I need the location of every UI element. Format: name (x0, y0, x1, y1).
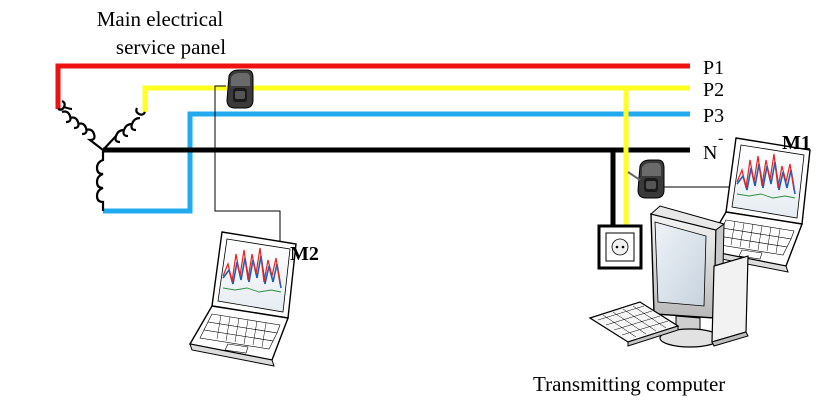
label-n: N (703, 142, 717, 164)
meter-m2-label: M2 (290, 243, 319, 265)
wall-outlet-icon (597, 224, 643, 270)
label-n-superscript: - (718, 130, 723, 147)
desktop-computer-icon (588, 205, 749, 348)
line-p3 (103, 111, 690, 214)
line-p2 (142, 85, 690, 112)
laptop-m2-icon (189, 231, 297, 367)
current-clamp-m2-icon (226, 69, 254, 109)
meter-m1-label: M1 (782, 132, 811, 154)
label-p2: P2 (703, 79, 724, 101)
current-clamp-m1-icon (637, 159, 665, 199)
label-p1: P1 (703, 57, 724, 79)
clamp-m1-jaw (627, 171, 641, 181)
label-p3: P3 (703, 105, 724, 127)
computer-caption: Transmitting computer (533, 372, 725, 396)
transformer-star-winding (57, 100, 146, 211)
line-p1 (55, 63, 690, 109)
panel-title-line-1: Main electrical (97, 7, 224, 31)
panel-title-line-2: service panel (116, 35, 226, 59)
m2-probe-lead (214, 85, 281, 250)
